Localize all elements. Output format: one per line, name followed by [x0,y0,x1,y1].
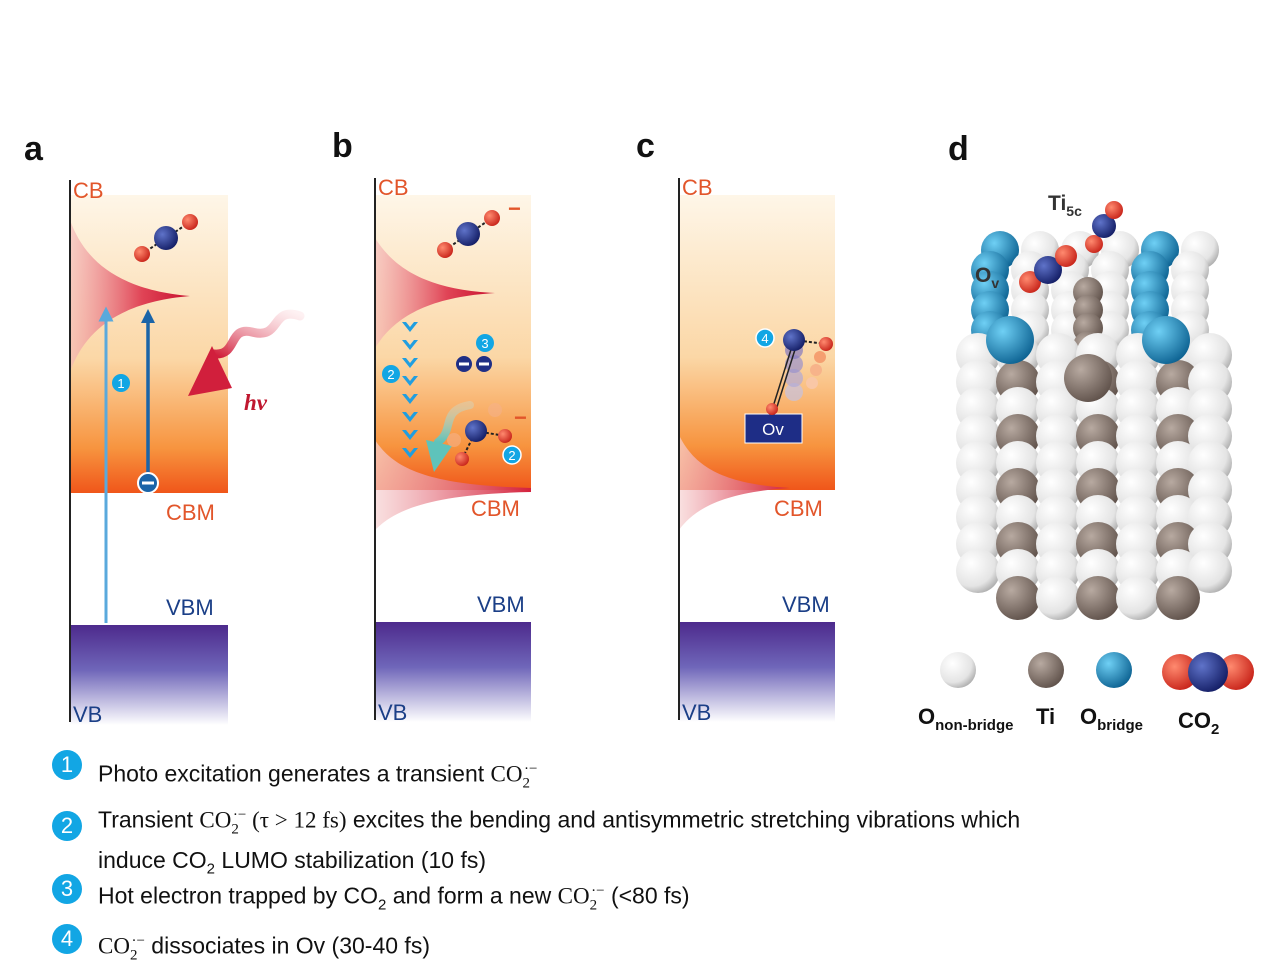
hot-electron-pair-icon [456,356,492,372]
bent-co2-molecule-b [447,403,512,466]
o-nonbridge-atom [1116,576,1160,620]
o-nonbridge-atom [1036,576,1080,620]
dissociating-co2-molecule-c [766,329,833,415]
caption-1: Photo excitation generates a transient C… [98,760,538,792]
step-badge-3-b-text: 3 [481,336,488,351]
co2-carbon-atom [1034,256,1062,284]
co2-lumo-peak-b [375,238,495,348]
co2-oxygen-atom [1055,245,1077,267]
step-badge-4-c-text: 4 [761,331,768,346]
step-badge-2-b [382,365,400,383]
cb-label-b: CB [378,175,409,200]
vb-label-a: VB [73,702,102,727]
cbm-label-c: CBM [774,496,823,521]
panel-d: d Ti5c Ov Onon-bridge Ti Obridge CO2 [918,130,1254,738]
ti-atom [1076,576,1120,620]
ti5c-label: Ti5c [1048,192,1082,219]
panel-b: b CB CBM VBM VB − 2 [332,127,531,725]
ti-atom [1064,354,1112,402]
valence-band-b [375,622,531,722]
vbm-label-c: VBM [782,592,830,617]
panel-letter-c: c [636,127,655,165]
step-badge-2b-b-text: 2 [508,448,515,463]
photon-arrow-head [188,346,232,396]
structure-legend: Onon-bridge Ti Obridge CO2 [918,652,1254,738]
vb-label-b: VB [378,700,407,725]
lowered-lumo-peak-b [375,440,531,530]
photon-wave-icon [209,309,305,359]
legend-o-nonbridge-label: Onon-bridge [918,704,1013,734]
panel-letter-d: d [948,130,969,168]
legend-o-bridge-label: Obridge [1080,704,1143,734]
vbm-label-b: VBM [477,592,525,617]
co2-molecule-b [437,210,500,258]
vb-label-c: VB [682,700,711,725]
o-nonbridge-atom [956,549,1000,593]
caption-badge-2: 2 [52,811,82,841]
ti-atom [1156,576,1200,620]
caption-badge-4: 4 [52,924,82,954]
anion-charge-b: − [508,196,521,221]
ov-label: Ov [975,264,999,291]
panel-letter-a: a [24,130,44,168]
legend-o-bridge-swatch [1096,652,1132,688]
o-bridge-atom [1142,316,1190,364]
tio2-slab-structure [956,201,1232,620]
co2-oxygen-atom [1105,201,1123,219]
step-badge-2-b-text: 2 [387,367,394,382]
caption-3: Hot electron trapped by CO2 and form a n… [98,882,690,914]
legend-o-nonbridge-swatch [940,652,976,688]
caption-badge-3: 3 [52,874,82,904]
co2-lumo-peak-a [70,220,190,372]
caption-4: CO2·− dissociates in Ov (30-40 fs) [98,932,430,964]
step-badge-4-c [755,328,775,348]
step-badge-1-a [112,374,130,392]
ti-atom [996,576,1040,620]
step-badge-1-a-text: 1 [117,376,124,391]
legend-ti-label: Ti [1036,704,1055,729]
cb-label-c: CB [682,175,713,200]
co2-carbon-atom [1092,214,1116,238]
panel-letter-b: b [332,127,353,165]
o-bridge-atom [986,316,1034,364]
relaxation-chevrons-icon [402,322,418,458]
valence-band-a [70,625,228,725]
legend-ti-swatch [1028,652,1064,688]
hv-label: hv [244,390,268,415]
ov-site-label: Ov [762,420,784,439]
valence-band-c [679,622,835,722]
step-badge-3-b [476,334,494,352]
cb-label-a: CB [73,178,104,203]
anion-charge-b2: − [514,405,527,430]
co2-oxygen-atom [1019,271,1041,293]
trapping-arrow-head [426,440,452,472]
panel-c: c CB CBM VBM VB Ov 4 [636,127,835,725]
vbm-label-a: VBM [166,595,214,620]
trapping-arrow-icon [434,401,474,446]
o-nonbridge-atom [1188,549,1232,593]
panel-a: a CB CBM VBM VB 1 hv [24,130,305,727]
co2-oxygen-atom [1085,235,1103,253]
caption-badge-1: 1 [52,750,82,780]
legend-co2-swatch [1162,652,1254,692]
cbm-label-a: CBM [166,500,215,525]
cbm-label-b: CBM [471,496,520,521]
step-badge-2b-b [502,445,522,465]
caption-2: Transient CO2·− (τ > 12 fs) excites the … [98,806,1021,878]
legend-co2-label: CO2 [1178,708,1219,738]
co2-molecule-a [134,214,198,262]
lumo-peak-c [679,435,790,530]
